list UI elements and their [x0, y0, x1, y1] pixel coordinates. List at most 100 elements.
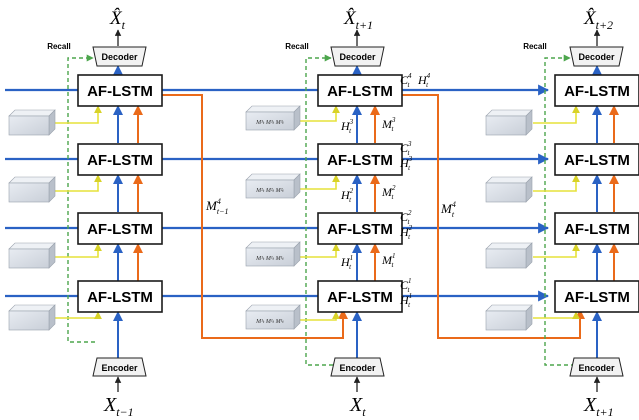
output-label-middle: X̂t+1	[343, 8, 373, 32]
decoder-shape	[569, 46, 624, 67]
encoder-shape	[92, 357, 147, 377]
state-sup: 3	[407, 140, 412, 148]
memory-sub: t−1	[217, 207, 229, 216]
input-feature-block	[8, 304, 56, 331]
block-front	[245, 179, 295, 199]
af-lstm-cell	[317, 143, 403, 176]
input-base: X	[349, 394, 363, 416]
af-lstm-label: AF-LSTM	[87, 83, 153, 100]
encoder-label: Encoder	[339, 363, 376, 373]
memory-sup: 4	[217, 197, 221, 206]
input-sub: t−1	[116, 405, 133, 419]
memory-block: M¹ₜ M¹ₜ M¹ₜ	[245, 304, 301, 330]
af-lstm-cell	[554, 280, 639, 313]
af-lstm-cell	[77, 74, 163, 107]
input-labels: Xt−1 Xt Xt+1	[103, 394, 614, 419]
input-sub: t+1	[596, 405, 613, 419]
memory-path-middle-to-right	[402, 94, 585, 339]
input-feature-block	[8, 242, 56, 269]
state-sup: 2	[408, 209, 412, 217]
output-labels: X̂t X̂t+1 X̂t+2	[109, 8, 613, 32]
recall-labels: Recall Recall Recall	[47, 42, 547, 51]
af-lstm-label: AF-LSTM	[564, 221, 630, 238]
memory-path-left-to-middle	[162, 94, 348, 339]
decoder-middle: Decoder	[330, 46, 385, 67]
input-feature-block	[8, 176, 56, 203]
state-base: H	[340, 188, 351, 202]
encoder-shape	[569, 357, 624, 377]
decoder-label: Decoder	[101, 52, 138, 62]
af-lstm-cell	[77, 143, 163, 176]
af-lstm-label: AF-LSTM	[87, 152, 153, 169]
af-lstm-label: AF-LSTM	[564, 83, 630, 100]
encoder-label: Encoder	[578, 363, 615, 373]
input-feature-block	[8, 109, 56, 136]
memory-sub: t	[452, 210, 455, 219]
state-sub: t	[408, 233, 411, 241]
state-sup: 2	[409, 224, 413, 232]
block-front	[485, 182, 527, 203]
block-front	[8, 115, 50, 136]
block-front	[8, 310, 50, 331]
memory-base: M	[205, 198, 218, 213]
block-top	[245, 241, 301, 249]
attention-line	[55, 311, 102, 320]
input-label-left: Xt−1	[103, 394, 134, 419]
recall-path-middle	[305, 54, 333, 366]
spatiotemporal-memory-paths	[162, 94, 585, 339]
recall-path-left	[67, 54, 95, 343]
state-sub: t	[392, 261, 395, 269]
state-base: H	[399, 156, 410, 170]
af-lstm-label: AF-LSTM	[327, 152, 393, 169]
recall-path-right	[544, 54, 575, 366]
state-sub: t	[349, 263, 352, 271]
af-lstm-cell	[77, 212, 163, 245]
block-top	[485, 109, 533, 117]
af-lstm-cell	[77, 280, 163, 313]
recall-label-middle: Recall	[285, 42, 309, 51]
column-t-plus-1	[533, 29, 619, 392]
state-sup: 2	[392, 184, 396, 192]
af-lstm-label: AF-LSTM	[327, 83, 393, 100]
attention-line	[55, 243, 102, 258]
state-base: C	[400, 73, 409, 87]
encoder-shape	[330, 357, 385, 377]
af-lstm-label: AF-LSTM	[327, 289, 393, 306]
state-sub: t	[408, 286, 411, 294]
state-sup: 1	[409, 292, 413, 300]
encoder-right: Encoder	[569, 357, 624, 377]
attention-line	[533, 174, 580, 192]
state-sub: t	[349, 196, 352, 204]
attention-line	[533, 243, 580, 258]
input-feature-block	[485, 109, 533, 136]
block-front	[485, 115, 527, 136]
block-top	[8, 176, 56, 184]
input-blocks-right	[485, 109, 533, 331]
state-base: M	[381, 253, 393, 267]
input-feature-block	[485, 304, 533, 331]
state-sub: t	[392, 125, 395, 133]
decoder-label: Decoder	[578, 52, 615, 62]
encoder-left: Encoder	[92, 357, 147, 377]
state-sub: t	[349, 127, 352, 135]
block-top	[485, 304, 533, 312]
af-lstm-cell	[554, 143, 639, 176]
block-front	[8, 248, 50, 269]
state-sup: 1	[350, 254, 354, 262]
input-feature-block	[485, 176, 533, 203]
input-base: X	[583, 394, 597, 416]
state-base: H	[399, 225, 410, 239]
af-lstm-cell	[317, 74, 403, 107]
af-lstm-cell	[554, 74, 639, 107]
af-lstm-label: AF-LSTM	[327, 221, 393, 238]
state-base: H	[340, 119, 351, 133]
attention-line	[55, 174, 102, 192]
